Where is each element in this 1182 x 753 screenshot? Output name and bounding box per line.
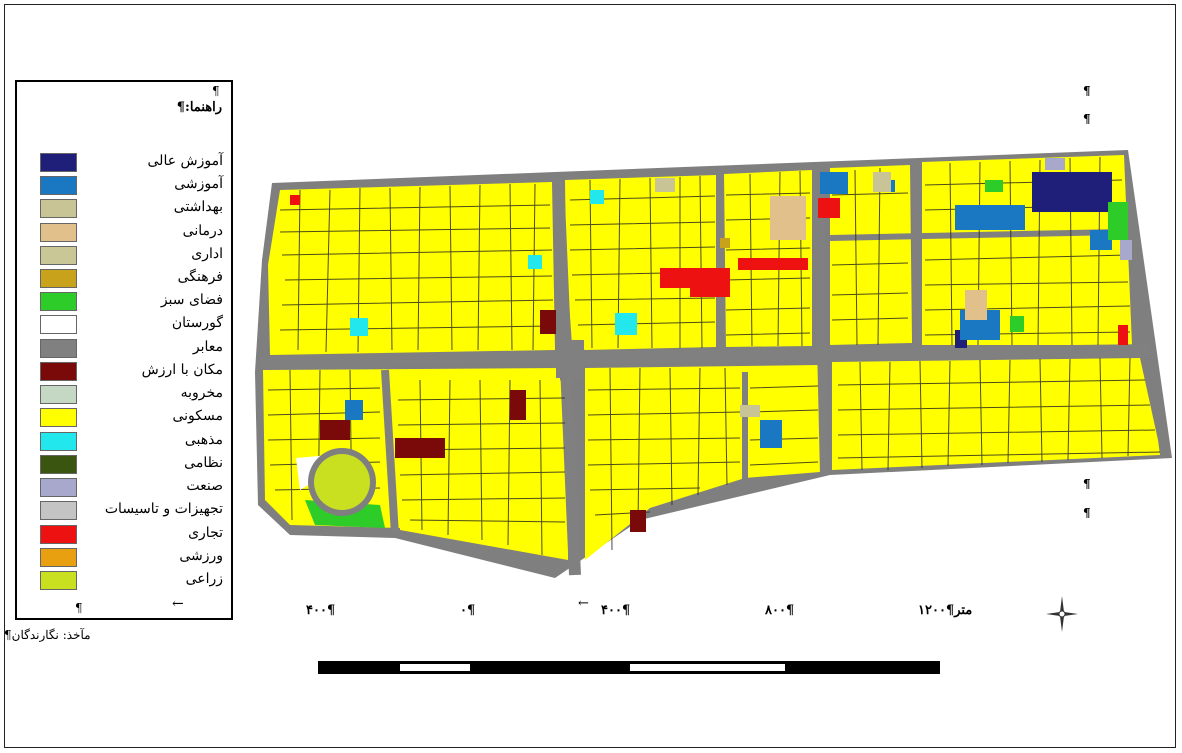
legend-item-cultural: فرهنگی xyxy=(37,268,229,290)
legend-label: مخروبه xyxy=(180,385,223,401)
legend-item-military: نظامی xyxy=(37,454,229,476)
legend-label: مسکونی xyxy=(172,408,223,424)
legend-swatch xyxy=(40,362,77,381)
scale-label-400: ¶۴۰۰ xyxy=(601,603,631,618)
pilcrow-mark: ¶ xyxy=(1083,506,1091,520)
legend-label: زراعی xyxy=(185,571,223,587)
legend-label: بهداشتی xyxy=(173,199,223,215)
pilcrow-mark: ¶ xyxy=(1083,112,1091,126)
legend-label: تجاری xyxy=(188,525,223,541)
legend-item-industry: صنعت xyxy=(37,477,229,499)
legend-swatch xyxy=(40,292,77,311)
street-network xyxy=(267,156,1161,556)
legend-label: ورزشی xyxy=(179,548,223,564)
legend-item-religious: مذهبی xyxy=(37,431,229,453)
legend-title: راهنما:¶ xyxy=(176,100,222,115)
legend-swatch xyxy=(40,339,77,358)
legend-label: اداری xyxy=(191,246,223,262)
legend-item-higher-education: آموزش عالی xyxy=(37,152,229,174)
source-note: مآخذ: نگارندگان¶ xyxy=(4,628,91,642)
legend-item-commercial: تجاری xyxy=(37,524,229,546)
legend-swatch xyxy=(40,548,77,567)
legend-item-destroyed: مخروبه xyxy=(37,384,229,406)
legend-item-sports: ورزشی xyxy=(37,547,229,569)
legend-item-medical: درمانی xyxy=(37,222,229,244)
legend-swatch xyxy=(40,153,77,172)
legend-label: نظامی xyxy=(184,455,223,471)
legend-item-administrative: اداری xyxy=(37,245,229,267)
scale-bar xyxy=(318,661,940,674)
legend-swatch xyxy=(40,478,77,497)
scale-label-zero: ¶۰ xyxy=(460,603,476,618)
map-frame xyxy=(4,4,1176,748)
legend-label: فرهنگی xyxy=(177,269,223,285)
legend-item-facilities: تجهیزات و تاسیسات xyxy=(37,500,229,522)
legend-swatch xyxy=(40,176,77,195)
legend-item-roads: معابر xyxy=(37,338,229,360)
legend-label: معابر xyxy=(192,339,223,355)
legend-swatch xyxy=(40,501,77,520)
legend-swatch xyxy=(40,223,77,242)
legend-swatch xyxy=(40,432,77,451)
legend-item-residential: مسکونی xyxy=(37,407,229,429)
land-use-patches xyxy=(290,158,1132,532)
legend-item-valuable-place: مکان با ارزش xyxy=(37,361,229,383)
scale-bar-segment xyxy=(400,664,470,671)
legend-item-cemetery: گورستان xyxy=(37,314,229,336)
legend-label: فضای سبز xyxy=(160,292,223,308)
legend-label: صنعت xyxy=(186,478,223,494)
legend-item-educational: آموزشی xyxy=(37,175,229,197)
legend-item-green-space: فضای سبز xyxy=(37,291,229,313)
legend-arrow-icon: ← xyxy=(172,596,184,612)
compass-icon xyxy=(1046,596,1078,632)
pilcrow-mark: ¶ xyxy=(1083,477,1091,491)
legend-swatch xyxy=(40,525,77,544)
legend-item-agricultural: زراعی xyxy=(37,570,229,592)
scale-bar-segment xyxy=(630,664,785,671)
map-legend: ¶ راهنما:¶ آموزش عالی آموزشی بهداشتی درم… xyxy=(15,80,233,620)
legend-swatch xyxy=(40,571,77,590)
legend-swatch xyxy=(40,315,77,334)
legend-top-mark: ¶ xyxy=(212,84,220,98)
legend-label: آموزشی xyxy=(174,176,223,192)
legend-item-health: بهداشتی xyxy=(37,198,229,220)
legend-label: مکان با ارزش xyxy=(141,362,223,378)
legend-swatch xyxy=(40,269,77,288)
legend-label: مذهبی xyxy=(184,432,223,448)
legend-label: آموزش عالی xyxy=(147,153,223,169)
legend-label: تجهیزات و تاسیسات xyxy=(104,501,223,517)
central-square xyxy=(556,340,584,378)
legend-swatch xyxy=(40,455,77,474)
legend-swatch xyxy=(40,408,77,427)
legend-swatch xyxy=(40,199,77,218)
legend-label: درمانی xyxy=(182,223,223,239)
main-roads xyxy=(259,161,1151,576)
legend-swatch xyxy=(40,385,77,404)
legend-swatch xyxy=(40,246,77,265)
scale-label-left: ¶۴۰۰ xyxy=(306,603,336,618)
legend-bottom-mark: ¶ xyxy=(75,601,83,615)
scale-label-800: ¶۸۰۰ xyxy=(765,603,795,618)
scale-arrow-icon: ← xyxy=(578,596,589,611)
legend-label: گورستان xyxy=(171,315,223,331)
scale-label-1200: متر¶۱۲۰۰ xyxy=(918,603,973,618)
pilcrow-mark: ¶ xyxy=(1083,84,1091,98)
